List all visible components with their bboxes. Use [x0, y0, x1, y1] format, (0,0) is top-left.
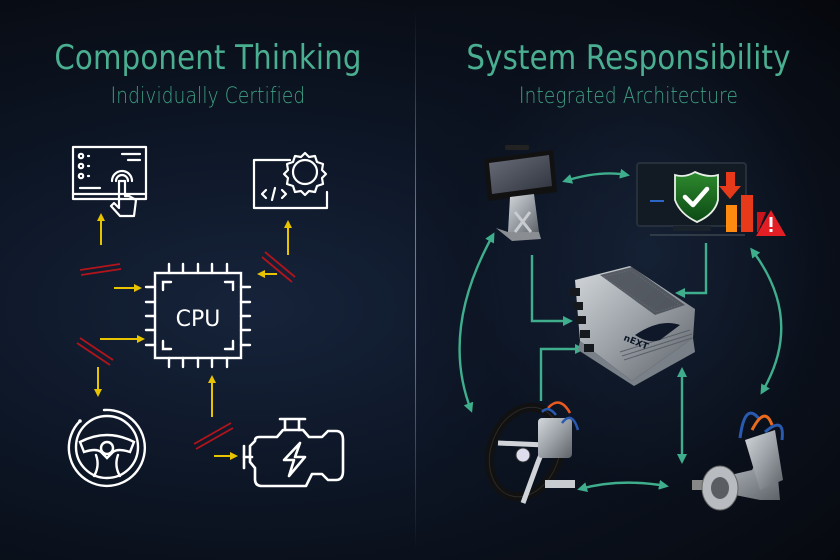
- control-unit-icon: nEXT: [570, 266, 695, 386]
- cpu-input-arrows: [94, 270, 277, 460]
- left-subtitle: Individually Certified: [110, 84, 306, 109]
- engine-lightning-icon: [242, 417, 345, 488]
- left-title: Component Thinking: [54, 38, 362, 78]
- panel-divider: [415, 10, 416, 550]
- integration-arrows: [458, 168, 783, 492]
- electric-motor-icon: [692, 411, 784, 511]
- shield-check-monitor-icon: [636, 162, 786, 236]
- steering-actuator-icon: [484, 401, 580, 504]
- right-subtitle: Integrated Architecture: [518, 84, 739, 109]
- broken-link-marks: [76, 251, 296, 450]
- system-responsibility-panel: System Responsibility Integrated Archite…: [417, 0, 840, 560]
- left-diagram: CPU: [67, 145, 345, 488]
- component-thinking-panel: Component Thinking Individually Certifie…: [0, 0, 416, 560]
- cpu-chip-icon: [144, 262, 252, 369]
- touchscreen-hand-icon: [71, 145, 148, 218]
- cpu-label: CPU: [176, 307, 221, 332]
- right-title: System Responsibility: [466, 38, 791, 78]
- code-gear-icon: [252, 151, 329, 210]
- display-stand-icon: [484, 145, 557, 241]
- right-diagram: nEXT: [458, 145, 786, 511]
- steering-wheel-icon: [67, 408, 146, 488]
